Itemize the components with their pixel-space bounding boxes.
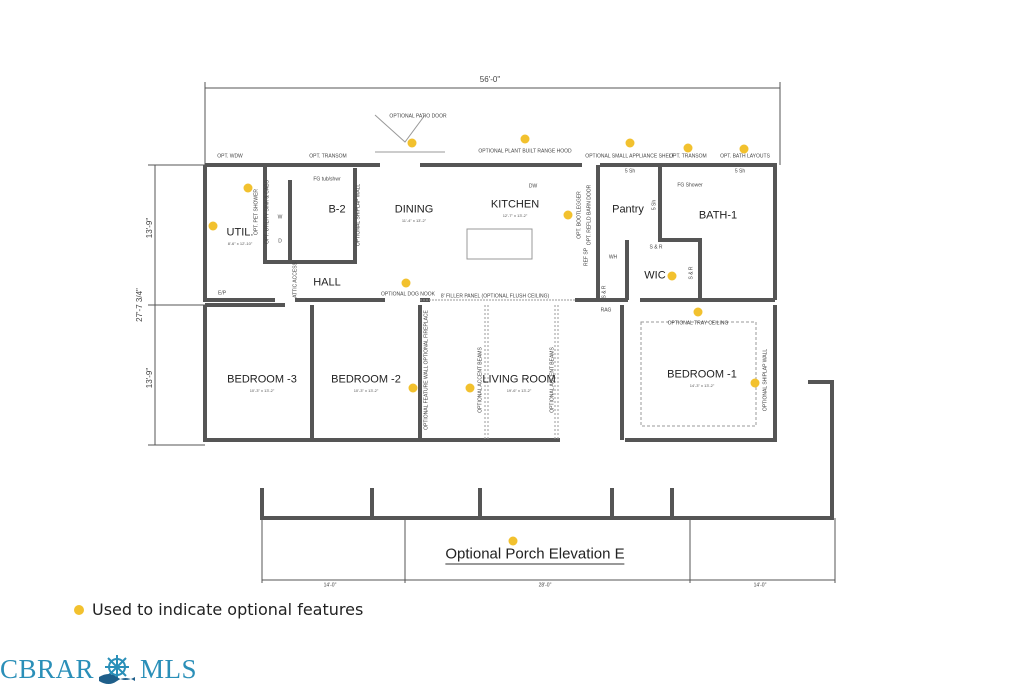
room-label: LIVING ROOM <box>482 373 556 386</box>
depth-upper: 13'-9" <box>145 217 154 239</box>
plan-note: D <box>278 238 282 245</box>
optional-feature-dot <box>401 278 411 288</box>
cbrar-mls-logo: CBRAR MLS <box>0 654 197 685</box>
optional-feature-dot <box>208 221 218 231</box>
plan-note: DW <box>528 183 538 190</box>
room-dimensions: 11'-4" x 13'-2" <box>401 218 427 223</box>
room-label: BEDROOM -1 <box>667 368 737 381</box>
legend-text: Used to indicate optional features <box>92 600 364 619</box>
plan-note: OPT. TRANSOM <box>309 153 347 160</box>
optional-feature-dot <box>563 210 573 220</box>
room-dimensions: 10'-3" x 13'-2" <box>249 388 275 393</box>
plan-note: 5 Sh <box>734 168 746 175</box>
dimension-lines <box>148 82 836 583</box>
room-label: BEDROOM -3 <box>227 373 297 386</box>
optional-feature-dot <box>693 307 703 317</box>
ship-wheel-icon <box>99 654 136 684</box>
plan-note: OPTIONAL ACCENT BEAMS <box>477 347 484 413</box>
porch-title: Optional Porch Elevation E <box>445 545 625 565</box>
legend-dot-icon <box>74 604 84 615</box>
plan-note: OPT. WDW <box>217 153 243 160</box>
plan-note: 5 Sh <box>651 199 658 211</box>
plan-note: 8' FILLER PANEL (OPTIONAL FLUSH CEILING) <box>440 293 550 300</box>
room-dimensions: 8'-6" x 12'-10" <box>227 241 253 246</box>
plan-note: FG tub/shwr <box>313 176 341 183</box>
room-dimensions: 19'-6" x 13'-2" <box>506 388 532 393</box>
overall-depth: 27'-7 3/4" <box>135 288 144 322</box>
logo-left-text: CBRAR <box>0 654 95 684</box>
porch-dim-left: 14'-0" <box>323 582 337 589</box>
interior-details <box>374 114 757 440</box>
plan-note: OPTIONAL DOG NOOK <box>381 291 435 298</box>
optional-feature-dot <box>508 536 518 546</box>
porch-dim-center: 28'-0" <box>538 582 552 589</box>
optional-feature-dot <box>520 134 530 144</box>
plan-note: W <box>277 214 283 221</box>
optional-feature-markers <box>208 134 760 546</box>
plan-note: E/P <box>217 290 227 297</box>
plan-note: OPTIONAL SHIPLAP WALL <box>355 183 362 247</box>
logo-right-text: MLS <box>140 654 198 684</box>
plan-note: OPTIONAL ACCENT BEAMS <box>549 347 556 413</box>
optional-feature-dot <box>625 138 635 148</box>
optional-feature-dot <box>683 143 693 153</box>
plan-note: OPTIONAL SMALL APPLIANCE SHELF <box>585 153 675 160</box>
plan-note: OPT. BOOTLEGGER <box>576 191 583 239</box>
room-label: HALL <box>313 276 341 289</box>
optional-feature-dot <box>408 383 418 393</box>
plan-note: FG Shower <box>677 182 703 189</box>
optional-feature-dot <box>407 138 417 148</box>
plan-note: OPT. PET SHOWER <box>253 188 260 236</box>
porch-dim-right: 14'-0" <box>753 582 767 589</box>
room-dimensions: 12'-7" x 13'-2" <box>502 213 528 218</box>
room-label: BATH-1 <box>698 209 738 222</box>
optional-feature-dot <box>667 271 677 281</box>
room-label: B-2 <box>328 203 346 216</box>
plan-note: OPTIONAL PATIO DOOR <box>389 113 447 120</box>
room-label: DINING <box>394 203 434 216</box>
optional-feature-dot <box>750 378 760 388</box>
plan-note: REF SP <box>583 247 590 267</box>
plan-note: RAG <box>600 307 612 314</box>
plan-note: OPT. UTILITY SINK & CABS <box>264 180 271 244</box>
room-label: UTIL. <box>226 226 254 239</box>
plan-note: OPTIONAL PLANT BUILT RANGE HOOD <box>478 148 572 155</box>
plan-note: OPT. BATH LAYOUTS <box>720 153 770 160</box>
plan-note: OPTIONAL SHIPLAP WALL <box>762 348 769 412</box>
plan-note: OPTIONAL FEATURE WALL OPTIONAL FIREPLACE <box>423 310 430 430</box>
plan-note: OPT. TRANSOM <box>669 153 707 160</box>
legend: Used to indicate optional features <box>74 600 363 619</box>
room-dimensions: 14'-3" x 13'-2" <box>689 383 715 388</box>
room-label: BEDROOM -2 <box>331 373 401 386</box>
plan-note: OPT. REFLD BARN DOOR <box>586 184 593 246</box>
optional-feature-dot <box>243 183 253 193</box>
plan-note: S & R <box>649 244 663 251</box>
plan-note: WH <box>608 254 618 261</box>
plan-note: S & R <box>601 285 608 299</box>
plan-note: 5 Sh <box>624 168 636 175</box>
plan-note: S & R <box>688 266 695 280</box>
depth-lower: 13'-9" <box>145 367 154 389</box>
room-dimensions: 10'-3" x 13'-2" <box>353 388 379 393</box>
room-label: KITCHEN <box>490 198 540 211</box>
optional-feature-dot <box>739 144 749 154</box>
room-label: WIC <box>644 269 666 282</box>
plan-note: ATTIC ACCESS <box>292 262 299 298</box>
room-label: Pantry <box>612 203 644 216</box>
overall-width: 56'-0" <box>479 75 501 84</box>
optional-feature-dot <box>465 383 475 393</box>
plan-note: OPTIONAL TRAY CEILING <box>667 320 729 327</box>
